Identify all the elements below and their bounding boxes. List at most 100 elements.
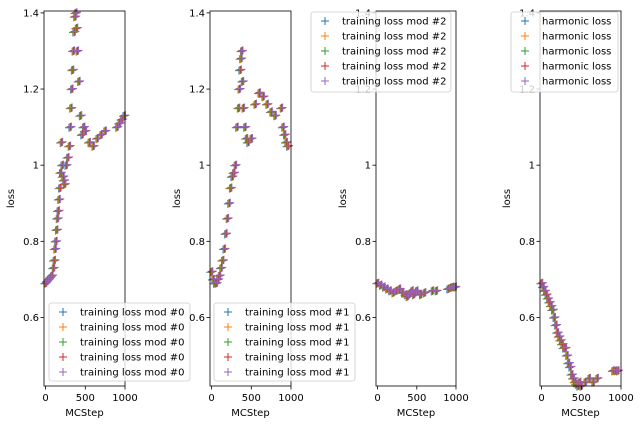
y-tick-label: 0.8 — [189, 237, 205, 248]
data-point-s5 — [252, 99, 261, 108]
x-axis-label: MCStep — [65, 408, 103, 419]
legend-marker — [521, 62, 529, 70]
legend-marker — [59, 338, 67, 346]
data-point-s5 — [221, 244, 230, 253]
data-point-s5 — [421, 288, 430, 297]
data-point-s5 — [216, 270, 225, 279]
data-point-s5 — [65, 152, 74, 161]
legend-entry: training loss mod #1 — [245, 323, 350, 334]
data-point-s5 — [90, 141, 99, 150]
data-point-s5 — [102, 126, 111, 135]
legend-marker — [521, 32, 529, 40]
data-point-s5 — [218, 263, 227, 272]
panel-4-frame — [539, 10, 622, 387]
y-axis-label: loss — [338, 189, 349, 208]
legend-box — [213, 302, 356, 382]
data-point-s5 — [74, 46, 83, 55]
data-point-s5 — [412, 288, 421, 297]
legend-entry: training loss mod #0 — [80, 368, 185, 379]
data-point-s5 — [549, 305, 558, 314]
legend-entry: training loss mod #2 — [342, 32, 447, 43]
data-point-s5 — [69, 65, 78, 74]
data-point-s5 — [60, 172, 69, 181]
legend-marker — [521, 17, 529, 25]
data-point-s5 — [559, 339, 568, 348]
data-point-s5 — [237, 65, 246, 74]
data-point-s5 — [51, 255, 60, 264]
data-point-s5 — [231, 168, 240, 177]
legend-marker — [59, 323, 67, 331]
data-point-s5 — [66, 141, 75, 150]
data-point-s5 — [232, 160, 241, 169]
y-tick-label: 1 — [365, 161, 371, 172]
legend-entry: harmonic loss — [542, 77, 611, 88]
data-point-s5 — [586, 373, 595, 382]
data-point-s5 — [238, 53, 247, 62]
panel-3-frame — [375, 10, 457, 387]
data-point-s5 — [53, 236, 62, 245]
data-point-s5 — [224, 213, 233, 222]
data-point-s5 — [44, 276, 53, 285]
y-tick-label: 0.6 — [23, 313, 39, 324]
x-tick-label: 0 — [42, 393, 48, 404]
legend-marker — [224, 323, 232, 331]
legend-marker — [321, 47, 329, 55]
data-point-s5 — [73, 23, 82, 32]
data-point-s5 — [82, 126, 91, 135]
x-axis-label: MCStep — [397, 408, 435, 419]
y-tick-label: 0.6 — [355, 313, 371, 324]
data-point-s5 — [213, 278, 222, 287]
panel-2-legend: training loss mod #1 training loss mod #1… — [213, 302, 356, 382]
data-point-s5 — [590, 377, 599, 386]
data-point-s5 — [55, 206, 64, 215]
legend-marker — [224, 338, 232, 346]
data-point-s5 — [63, 160, 72, 169]
data-point-s5 — [285, 141, 294, 150]
y-tick-label: 0.8 — [519, 237, 535, 248]
data-point-s5 — [280, 122, 289, 131]
data-point-s5 — [234, 122, 243, 131]
legend-marker — [321, 32, 329, 40]
legend-entry: training loss mod #0 — [80, 308, 185, 319]
y-tick-label: 0.6 — [189, 313, 205, 324]
legend-entry: training loss mod #0 — [80, 338, 185, 349]
legend-marker — [321, 17, 329, 25]
panel-1-points — [40, 8, 130, 288]
data-point-s5 — [219, 255, 228, 264]
data-point-s5 — [568, 369, 577, 378]
x-tick-label: 500 — [76, 393, 95, 404]
legend-box — [48, 302, 191, 382]
x-tick-label: 0 — [208, 393, 214, 404]
data-point-s5 — [215, 274, 224, 283]
data-point-s5 — [67, 122, 76, 131]
legend-marker — [59, 368, 67, 376]
data-point-s5 — [578, 381, 587, 390]
data-point-s5 — [540, 282, 549, 291]
legend-entry: training loss mod #2 — [342, 77, 447, 88]
data-point-s5 — [72, 8, 81, 17]
panel-3-points — [372, 278, 461, 302]
y-tick-label: 1 — [33, 161, 39, 172]
y-tick-label: 1.4 — [189, 8, 205, 19]
legend-marker — [521, 77, 529, 85]
legend-entry: harmonic loss — [542, 47, 611, 58]
legend-entry: training loss mod #2 — [342, 17, 447, 28]
x-tick-label: 1000 — [608, 393, 633, 404]
legend-box — [510, 11, 619, 93]
data-point-s5 — [281, 130, 290, 139]
data-point-s5 — [546, 297, 555, 306]
panel-4-points — [536, 278, 624, 391]
legend-entry: training loss mod #1 — [245, 308, 350, 319]
data-point-s5 — [229, 172, 238, 181]
legend-entry: harmonic loss — [542, 62, 611, 73]
data-point-s5 — [570, 373, 579, 382]
data-point-s5 — [47, 272, 56, 281]
x-axis-label: MCStep — [231, 408, 269, 419]
y-tick-label: 1.2 — [189, 85, 205, 96]
x-axis-label: MCStep — [561, 408, 599, 419]
data-point-s5 — [567, 362, 576, 371]
